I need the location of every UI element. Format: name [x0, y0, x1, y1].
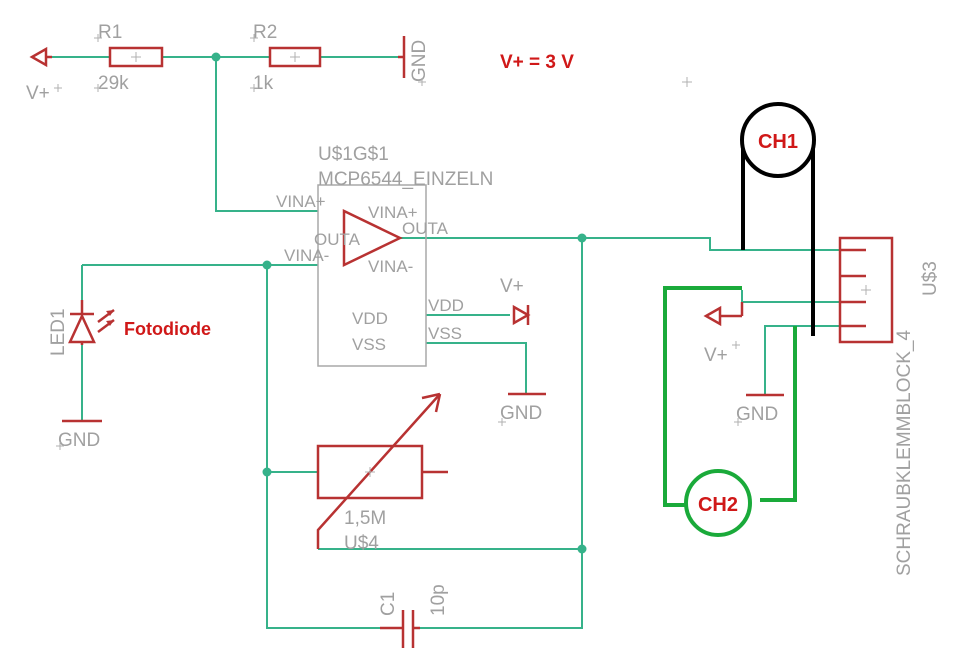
gnd-label-r2: GND [409, 40, 430, 82]
opamp-u1 [317, 184, 427, 367]
opamp-name: U$1G$1 [318, 144, 389, 165]
vplus-label-opamp: V+ [500, 276, 524, 297]
wires [48, 52, 840, 629]
pot-name: U$4 [344, 533, 379, 554]
supply-note: V+ = 3 V [500, 52, 574, 73]
gnd-label-led: GND [58, 430, 100, 451]
gnd-label-opamp: GND [500, 403, 542, 424]
terminal-part: SCHRAUBKLEMMBLOCK_4 [894, 330, 915, 576]
r2-value: 1k [253, 73, 274, 94]
probe-ch1 [740, 102, 816, 336]
gnd-label-terminal: GND [736, 404, 778, 425]
gnd-symbol-r2 [398, 36, 406, 78]
vplus-symbol-terminal [703, 302, 744, 327]
vplus-symbol-left [29, 46, 52, 68]
probe-ch2 [663, 286, 797, 537]
r2-name: R2 [253, 22, 277, 43]
ch2-label: CH2 [698, 494, 738, 516]
pin-vdd-inner: VDD [352, 309, 388, 328]
pin-vina-plus-outer: VINA+ [276, 192, 326, 211]
potentiometer-u4 [316, 392, 448, 549]
photodiode-note: Fotodiode [124, 319, 211, 339]
junction-outa [577, 233, 587, 243]
origin-marks [54, 34, 742, 450]
vplus-symbol-opamp [512, 304, 531, 326]
terminal-ref: U$3 [920, 261, 941, 296]
opamp-part: MCP6544_EINZELN [318, 169, 493, 190]
capacitor-c1 [380, 610, 420, 648]
pin-vina-plus-inner: VINA+ [368, 203, 418, 222]
junction-r1-r2 [211, 52, 221, 62]
photodiode-led1 [68, 300, 115, 345]
pin-vina-minus-outer: VINA- [284, 246, 329, 265]
junction-pot-wiper [577, 544, 587, 554]
vplus-label-left: V+ [26, 83, 50, 104]
pin-vdd-outer: VDD [428, 296, 464, 315]
r1-name: R1 [98, 22, 122, 43]
pot-value: 1,5M [344, 508, 386, 529]
pin-vina-minus-inner: VINA- [368, 257, 413, 276]
pin-vss-inner: VSS [352, 335, 386, 354]
ch1-label: CH1 [758, 131, 798, 153]
vplus-label-terminal: V+ [704, 345, 728, 366]
junction-vina-minus [262, 260, 272, 270]
led-name: LED1 [48, 308, 69, 356]
pin-outa-inner: OUTA [314, 230, 361, 249]
pin-vss-outer: VSS [428, 324, 462, 343]
resistor-r2 [268, 46, 322, 68]
junction-pot [262, 467, 272, 477]
cap-value: 10p [428, 584, 449, 616]
resistor-r1 [108, 46, 164, 68]
cap-name: C1 [378, 592, 399, 616]
pin-outa-outer: OUTA [402, 219, 449, 238]
terminal-block-u3 [838, 236, 894, 344]
r1-value: 29k [98, 73, 129, 94]
